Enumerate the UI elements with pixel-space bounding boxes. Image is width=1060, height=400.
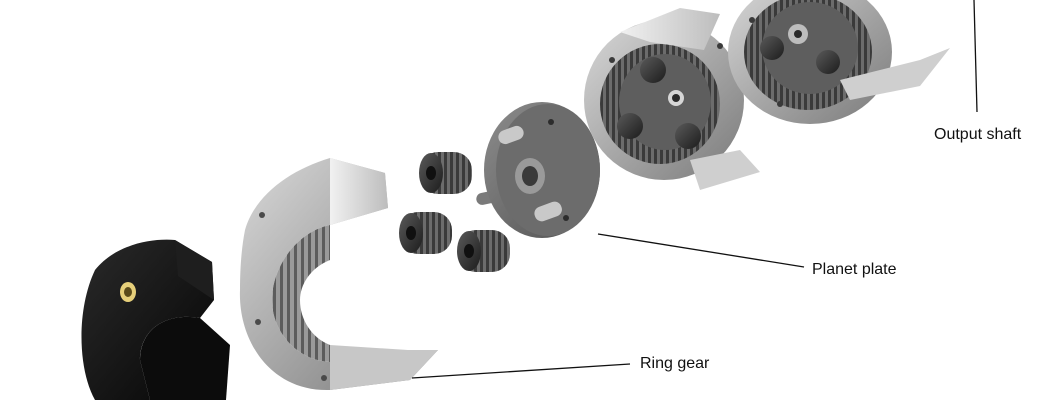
planet-gear-middle: [399, 212, 452, 254]
planet-plate-label: Planet plate: [812, 261, 897, 278]
assembled-stage-2: [728, 0, 950, 124]
planet-plate: [476, 102, 600, 238]
motor-housing: [81, 239, 230, 400]
planet-gear-top: [419, 152, 472, 194]
output-shaft-label: Output shaft: [934, 126, 1022, 143]
stage-1-planet-right-icon: [675, 123, 701, 149]
stage-2-planet-right-icon: [816, 50, 840, 74]
ring-gear: [239, 158, 438, 391]
planet-plate-leader-line: [597, 233, 805, 268]
planet-gear-bottom: [457, 230, 510, 272]
ring-gear-leader-line: [411, 363, 631, 379]
output-shaft-leader-line: [973, 0, 978, 113]
ring-gear-label: Ring gear: [640, 355, 710, 372]
stage-2-planet-left-icon: [760, 36, 784, 60]
assembled-stage-1: [584, 8, 760, 190]
stage-1-planet-left-icon: [617, 113, 643, 139]
stage-1-planet-top-icon: [640, 57, 666, 83]
